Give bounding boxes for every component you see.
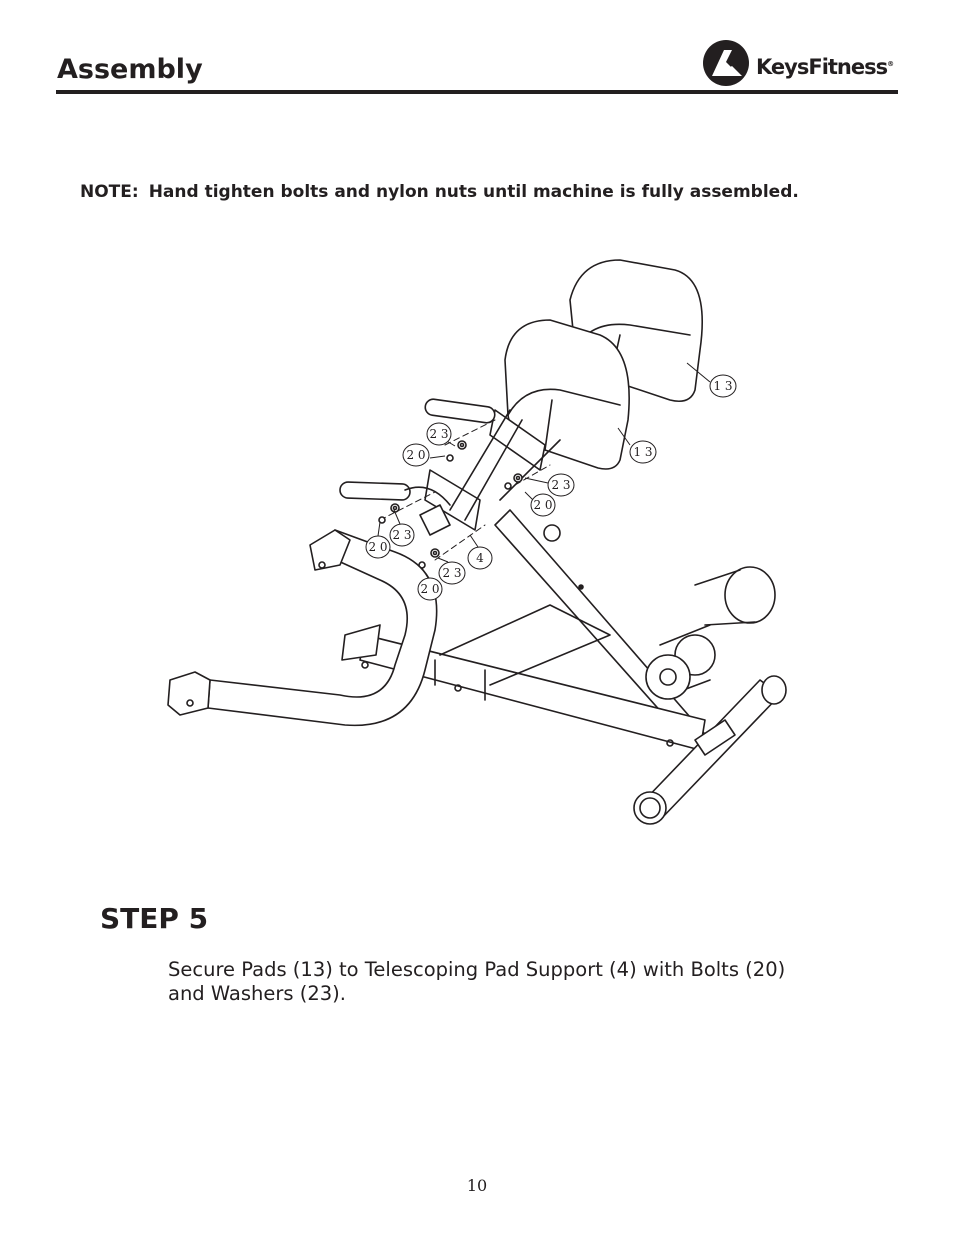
handles	[339, 398, 496, 506]
note-text: Hand tighten bolts and nylon nuts until …	[148, 182, 799, 202]
callout-23-d: 2 3	[442, 566, 461, 580]
foot-rollers	[645, 566, 776, 700]
keys-fitness-logo	[703, 40, 749, 86]
note-label: NOTE:	[80, 182, 139, 202]
logo-wordmark: KeysFitness®	[756, 55, 894, 79]
callout-20-b: 2 0	[533, 498, 552, 512]
callout-20-a: 2 0	[406, 448, 425, 462]
callout-23-b: 2 3	[551, 478, 570, 492]
step-instruction: Secure Pads (13) to Telescoping Pad Supp…	[168, 958, 786, 1005]
callout-13-upper: 1 3	[713, 379, 732, 393]
curved-leg	[167, 529, 438, 727]
header-rule	[56, 90, 898, 94]
lower-pad	[504, 319, 630, 470]
note: NOTE: Hand tighten bolts and nylon nuts u…	[80, 182, 799, 202]
callout-4: 4	[476, 551, 484, 565]
logo-keys: Keys	[756, 55, 809, 79]
page-number: 10	[466, 1176, 488, 1195]
callout-13-lower: 1 3	[633, 445, 652, 459]
pad-support	[424, 409, 561, 531]
callout-20-d: 2 0	[420, 582, 439, 596]
step-title: STEP 5	[100, 902, 209, 935]
callout-20-c: 2 0	[368, 540, 387, 554]
logo-registered: ®	[887, 60, 894, 68]
hardware	[378, 440, 523, 569]
page-title: Assembly	[57, 54, 203, 85]
logo-fitness: Fitness	[808, 55, 888, 79]
front-stabilizer	[633, 675, 787, 825]
callout-23-c: 2 3	[392, 528, 411, 542]
assembly-diagram: 1 3 1 3 2 3 2 0 2 3 2 0 2 3 2 0 4 2 3 2 …	[167, 259, 787, 825]
callout-23-a: 2 3	[429, 427, 448, 441]
